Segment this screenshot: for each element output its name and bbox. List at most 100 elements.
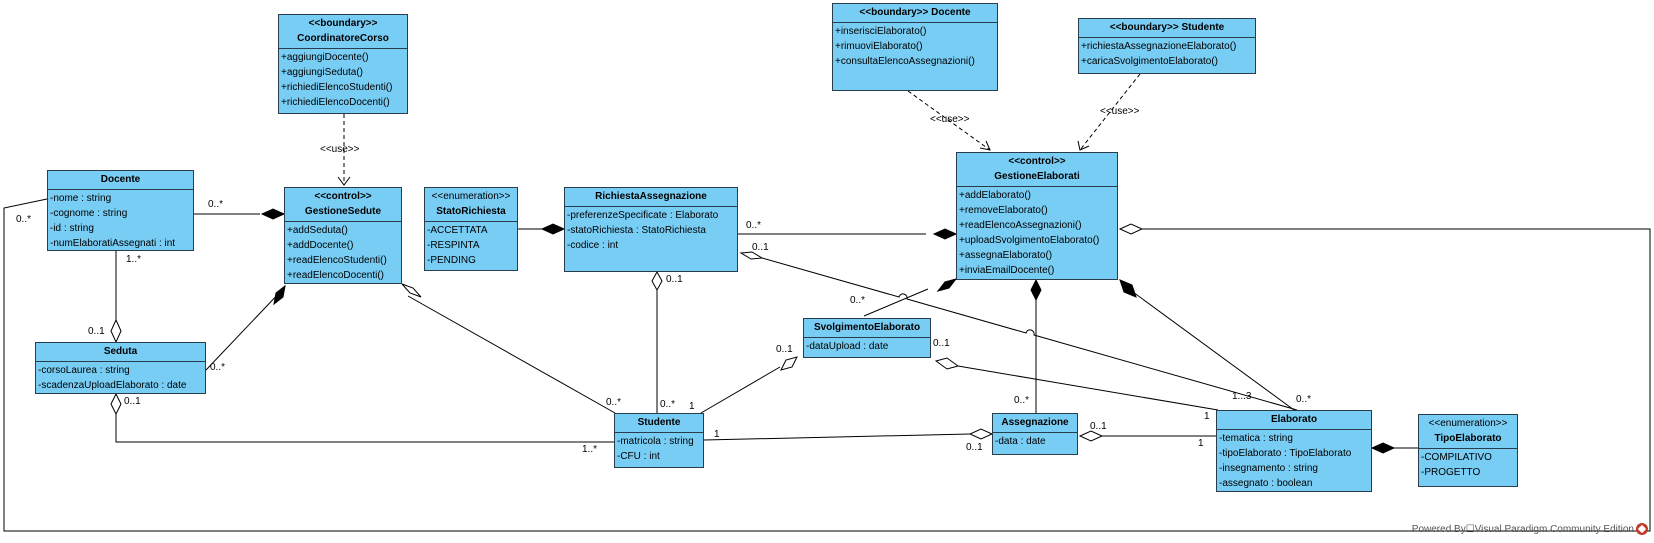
attribute: -nome : string [50, 193, 112, 204]
attribute: -cognome : string [50, 208, 128, 219]
multiplicity-label: 0..1 [776, 344, 793, 355]
operation: +inserisciElaborato() [835, 26, 927, 37]
attribute: -dataUpload : date [806, 341, 889, 352]
gestione-sedute-studente-line [407, 295, 616, 414]
class-stereotype: <<control>> [1008, 156, 1066, 167]
class-operations: +richiestaAssegnazioneElaborato() +caric… [1079, 38, 1255, 71]
enum-literal: -COMPILATIVO [1421, 452, 1492, 463]
aggregation-diamond-seduta-docente [110, 318, 122, 344]
boundary-docente-class[interactable]: <<boundary>> Docente +inserisciElaborato… [832, 3, 998, 91]
operation: +addDocente() [287, 240, 354, 251]
elaborato-class[interactable]: Elaborato -tematica : string -tipoElabor… [1216, 410, 1372, 492]
enum-literal: -RESPINTA [427, 240, 480, 251]
svolgimento-elaborato-class[interactable]: SvolgimentoElaborato -dataUpload : date [803, 318, 931, 358]
class-header: <<boundary>> Studente [1079, 19, 1255, 38]
enum-literals: -COMPILATIVO -PROGETTO [1419, 449, 1517, 482]
aggregation-diamond-svolgimento-elaborato [934, 357, 960, 370]
class-attributes: -dataUpload : date [804, 338, 930, 356]
visual-paradigm-logo-icon [1636, 523, 1648, 535]
class-header: Assegnazione [993, 414, 1077, 433]
aggregation-diamond-seduta-studente [110, 392, 122, 416]
class-attributes: -nome : string -cognome : string -id : s… [48, 190, 193, 253]
composition-diamond-gestione-sedute-seduta [273, 284, 286, 306]
use-coordinatore-arrowhead [337, 176, 351, 186]
multiplicity-label: 1..* [126, 254, 142, 265]
attribute: -data : date [995, 436, 1046, 447]
aggregation-diamond-gestione-sedute-studente [401, 283, 422, 298]
class-header: <<control>> GestioneSedute [285, 188, 401, 222]
enum-literals: -ACCETTATA -RESPINTA -PENDING [425, 222, 517, 270]
multiplicity-label: 0..* [746, 220, 762, 231]
multiplicity-label: 0..1 [933, 338, 950, 349]
class-name: StatoRichiesta [436, 206, 506, 217]
attribute: -id : string [50, 223, 94, 234]
class-operations: +aggiungiDocente() +aggiungiSeduta() +ri… [279, 49, 407, 112]
use-label-coordinatore: <<use>> [320, 144, 360, 155]
class-name: RichiestaAssegnazione [595, 191, 707, 202]
operation: +rimuoviElaborato() [835, 41, 923, 52]
richiesta-assegnazione-class[interactable]: RichiestaAssegnazione -preferenzeSpecifi… [564, 187, 738, 272]
multiplicity-label: 1 [714, 429, 720, 440]
class-name: TipoElaborato [1434, 433, 1502, 444]
operation: +richiediElencoDocenti() [281, 97, 390, 108]
multiplicity-label: 1...3 [1232, 391, 1252, 402]
multiplicity-label: 0..* [210, 362, 226, 373]
multiplicity-label: 0..1 [88, 326, 105, 337]
operation: +inviaEmailDocente() [959, 265, 1055, 276]
multiplicity-label: 1 [1198, 438, 1204, 449]
multiplicity-label: 0..* [1014, 395, 1030, 406]
operation: +readElencoAssegnazioni() [959, 220, 1082, 231]
use-studente-line [1079, 73, 1141, 151]
multiplicity-label: 0..* [1296, 394, 1312, 405]
class-operations: +addSeduta() +addDocente() +readElencoSt… [285, 222, 401, 285]
class-stereotype: <<enumeration>> [431, 191, 511, 202]
class-name: Docente [931, 7, 971, 18]
multiplicity-label: 0..* [660, 399, 676, 410]
class-attributes: -preferenzeSpecificate : Elaborato -stat… [565, 207, 737, 255]
coordinatore-corso-class[interactable]: <<boundary>> CoordinatoreCorso +aggiungi… [278, 14, 408, 114]
aggregation-diamond-gestione-elaborati-docente [1118, 223, 1144, 235]
attribute: -insegnamento : string [1219, 463, 1318, 474]
tipo-elaborato-enum[interactable]: <<enumeration>> TipoElaborato -COMPILATI… [1418, 414, 1518, 487]
class-operations: +inserisciElaborato() +rimuoviElaborato(… [833, 23, 997, 71]
boundary-studente-class[interactable]: <<boundary>> Studente +richiestaAssegnaz… [1078, 18, 1256, 74]
gestione-sedute-class[interactable]: <<control>> GestioneSedute +addSeduta() … [284, 187, 402, 284]
gestione-elaborati-class[interactable]: <<control>> GestioneElaborati +addElabor… [956, 152, 1118, 280]
operation: +caricaSvolgimentoElaborato() [1081, 56, 1219, 67]
use-docente-line [907, 90, 991, 151]
multiplicity-label: 1 [689, 401, 695, 412]
multiplicity-label: 0..1 [752, 242, 769, 253]
seduta-class[interactable]: Seduta -corsoLaurea : string -scadenzaUp… [35, 342, 206, 394]
attribute: -tipoElaborato : TipoElaborato [1219, 448, 1352, 459]
class-attributes: -tematica : string -tipoElaborato : Tipo… [1217, 430, 1371, 493]
class-name: Elaborato [1270, 414, 1318, 425]
class-name: SvolgimentoElaborato [813, 322, 921, 333]
attribute: -scadenzaUploadElaborato : date [38, 380, 187, 391]
multiplicity-label: 0..1 [966, 442, 983, 453]
svolgimento-elaborato-line [957, 365, 1219, 411]
class-header: SvolgimentoElaborato [804, 319, 930, 338]
class-stereotype: <<boundary>> [859, 7, 929, 18]
composition-diamond-gestione-sedute-docente [260, 208, 286, 220]
studente-class[interactable]: Studente -matricola : string -CFU : int [614, 413, 704, 468]
operation: +removeElaborato() [959, 205, 1048, 216]
powered-by-footer: Powered By☐Visual Paradigm Community Edi… [1412, 523, 1648, 535]
stato-richiesta-enum[interactable]: <<enumeration>> StatoRichiesta -ACCETTAT… [424, 187, 518, 271]
enum-literal: -PROGETTO [1421, 467, 1481, 478]
svolgimento-gestione-elaborati-line [863, 288, 929, 317]
operation: +readElencoStudenti() [287, 255, 387, 266]
multiplicity-label: 1 [1204, 411, 1210, 422]
class-name: GestioneElaborati [994, 171, 1080, 182]
class-operations: +addElaborato() +removeElaborato() +read… [957, 187, 1117, 280]
docente-class[interactable]: Docente -nome : string -cognome : string… [47, 170, 194, 251]
assegnazione-class[interactable]: Assegnazione -data : date [992, 413, 1078, 455]
gestione-elaborati-elaborato-line [1132, 291, 1295, 411]
multiplicity-label: 0..1 [124, 396, 141, 407]
operation: +richiestaAssegnazioneElaborato() [1081, 41, 1237, 52]
seduta-studente-line [115, 410, 614, 443]
class-attributes: -data : date [993, 433, 1077, 451]
class-attributes: -matricola : string -CFU : int [615, 433, 703, 466]
attribute: -corsoLaurea : string [38, 365, 130, 376]
class-name: Studente [637, 417, 681, 428]
attribute: -statoRichiesta : StatoRichiesta [567, 225, 706, 236]
